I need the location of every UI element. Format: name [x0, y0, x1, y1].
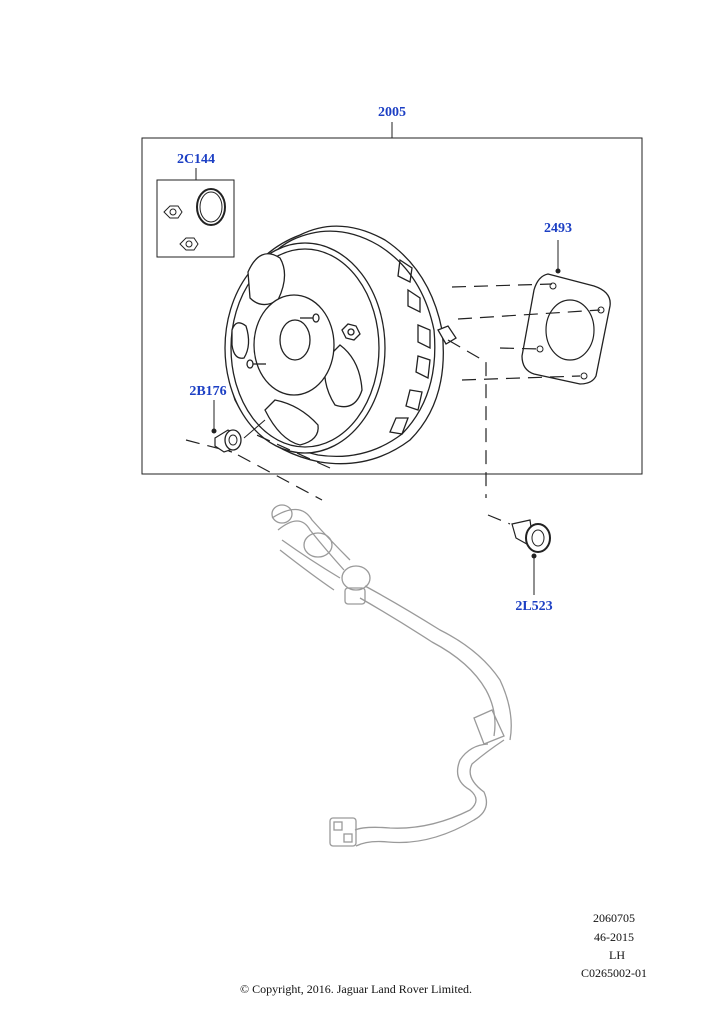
- grommet[interactable]: [211, 400, 266, 453]
- brake-booster[interactable]: [224, 225, 457, 465]
- gasket-plate[interactable]: [521, 240, 611, 385]
- seal-kit-parts[interactable]: [156, 168, 235, 258]
- check-valve[interactable]: [511, 519, 551, 595]
- ref-line-4: C0265002-01: [581, 966, 647, 980]
- ref-line-2: 46-2015: [594, 930, 634, 944]
- callout-check-valve[interactable]: 2L523: [515, 599, 553, 614]
- vacuum-hose: [271, 504, 512, 847]
- alignment-lines: [185, 283, 601, 525]
- ref-line-1: 2060705: [593, 911, 635, 925]
- callout-seal-kit[interactable]: 2C144: [176, 152, 216, 167]
- callout-assembly[interactable]: 2005: [378, 105, 406, 120]
- callout-gasket[interactable]: 2493: [544, 221, 572, 236]
- copyright-notice: © Copyright, 2016. Jaguar Land Rover Lim…: [239, 982, 473, 996]
- callout-grommet[interactable]: 2B176: [189, 384, 227, 399]
- ref-line-3: LH: [609, 948, 625, 962]
